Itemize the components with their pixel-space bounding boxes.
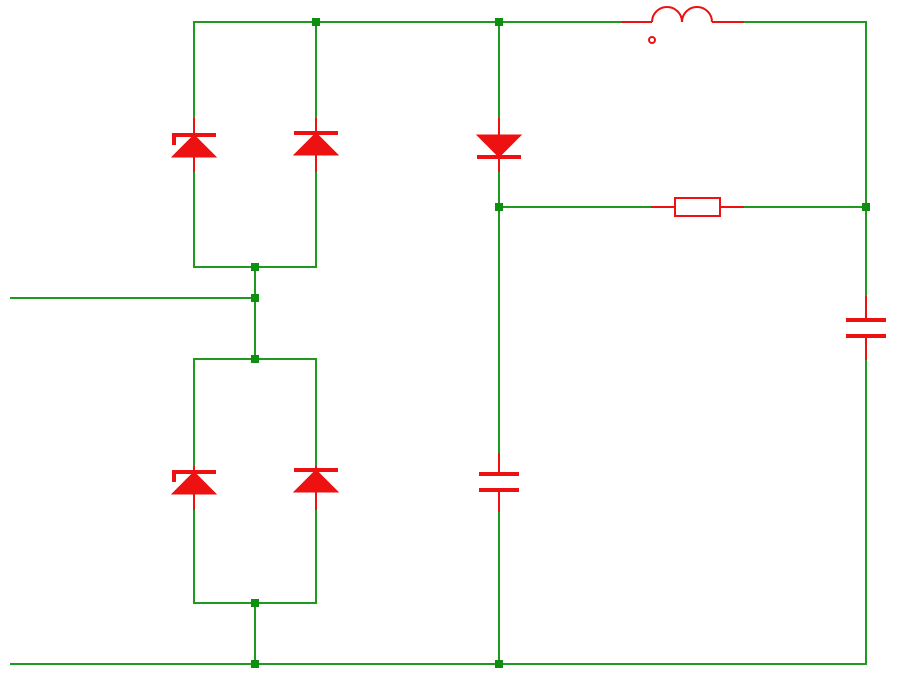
wire-top-right (742, 21, 867, 298)
junctions (251, 18, 870, 668)
capacitor-c2 (846, 296, 886, 360)
capacitor-c1 (479, 453, 519, 512)
wire-top-rail (193, 21, 623, 135)
wire-upper-bridge-bottom (193, 170, 317, 268)
junction-dot (312, 18, 320, 26)
wire-lower-bridge-bottom (193, 508, 317, 604)
junction-dot (495, 18, 503, 26)
diode-d5 (292, 466, 340, 510)
zener-diode-d1 (170, 118, 218, 172)
wires (10, 21, 867, 665)
resistor-r1 (651, 197, 744, 217)
inductor-l1 (621, 6, 744, 44)
junction-dot (862, 203, 870, 211)
diode-d2 (292, 118, 340, 172)
junction-dot (251, 660, 259, 668)
junction-dot (251, 599, 259, 607)
wire-lower-bridge-top (193, 358, 317, 470)
junction-dot (251, 294, 259, 302)
diode-d3 (475, 118, 523, 172)
junction-dot (495, 203, 503, 211)
junction-dot (495, 660, 503, 668)
zener-diode-d4 (170, 466, 218, 510)
junction-dot (251, 263, 259, 271)
wire-bottom-rail (10, 358, 867, 665)
junction-dot (251, 355, 259, 363)
